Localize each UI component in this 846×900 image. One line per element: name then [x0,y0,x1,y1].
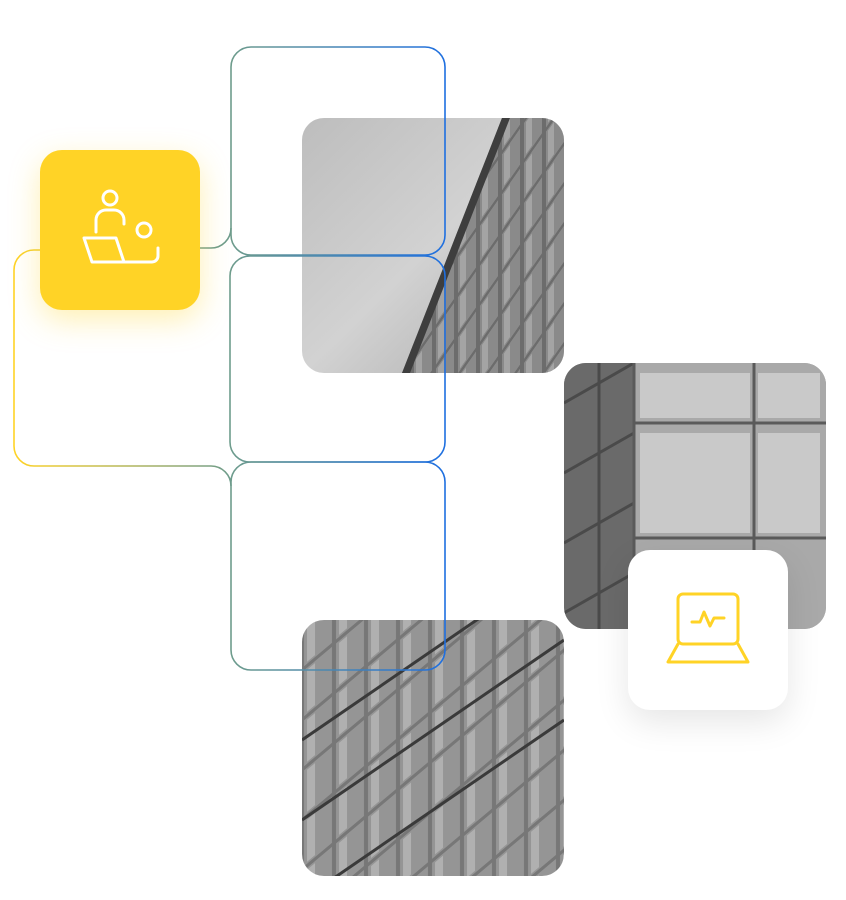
connector-top [230,46,446,256]
building-photo-top [302,118,564,373]
connector-left [13,249,232,487]
remote-work-tile [40,150,200,310]
laptop-pulse-icon [666,592,750,664]
connector-middle [229,255,446,463]
user-at-laptop-icon [82,189,160,264]
connector-yellow-tile-link [200,227,232,249]
connector-bottom [230,461,446,671]
building-photo-bottom [302,620,564,876]
monitoring-tile [628,550,788,710]
